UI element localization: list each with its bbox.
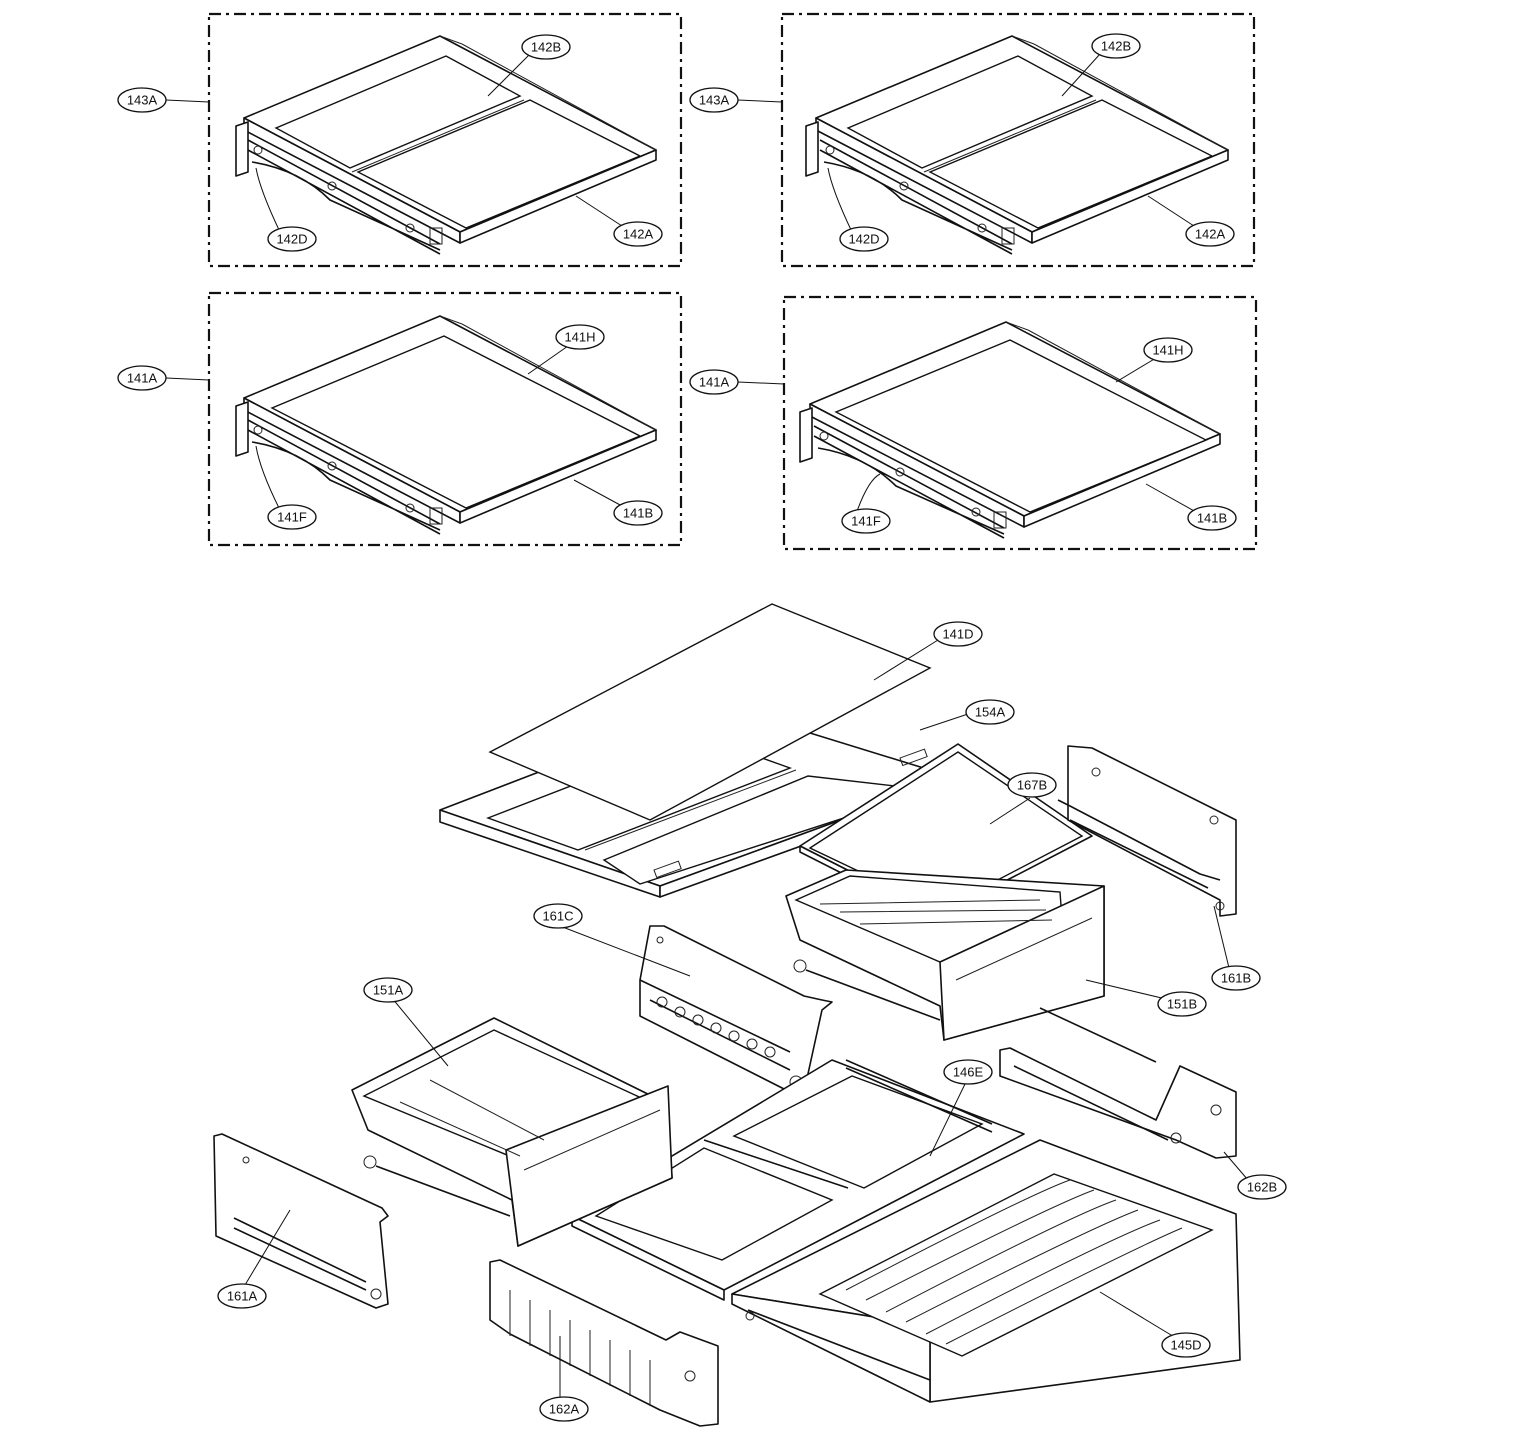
callout-167B: 167B xyxy=(1007,772,1057,798)
shelf-141A-right xyxy=(799,321,1221,539)
side-support-161B xyxy=(1057,745,1237,917)
callout-label: 161B xyxy=(1221,971,1251,986)
callout-label: 161C xyxy=(542,909,573,924)
callout-label: 142A xyxy=(623,227,654,242)
callout-141D: 141D xyxy=(933,621,983,647)
callout-141H-right: 141H xyxy=(1143,337,1193,363)
callout-label: 141A xyxy=(699,375,730,390)
crisper-cover-frame-154A xyxy=(439,703,957,898)
callout-142A-right: 142A xyxy=(1185,221,1235,247)
callout-141F-right: 141F xyxy=(841,508,891,534)
callout-label: 141F xyxy=(851,514,881,529)
callout-141B-right: 141B xyxy=(1187,505,1237,531)
side-support-161C xyxy=(639,925,833,1093)
callout-162A: 162A xyxy=(539,1396,589,1422)
callout-141F-left: 141F xyxy=(267,504,317,530)
assembly-box-143A-right xyxy=(780,12,1256,268)
crisper-drawer-151A xyxy=(351,1017,673,1247)
callout-label: 151B xyxy=(1167,997,1197,1012)
callout-label: 142B xyxy=(1101,39,1131,54)
shelf-141A-left xyxy=(235,315,657,535)
callout-label: 142D xyxy=(848,232,879,247)
rail-bracket-162A xyxy=(489,1259,719,1427)
callout-label: 141D xyxy=(942,627,973,642)
crisper-tray-146E xyxy=(571,1059,1025,1301)
callout-label: 142D xyxy=(276,232,307,247)
glass-panel-141D xyxy=(488,603,932,821)
callout-label: 162A xyxy=(549,1402,580,1417)
callout-141A-left: 141A xyxy=(117,365,167,391)
callout-label: 142A xyxy=(1195,227,1226,242)
callout-label: 146E xyxy=(953,1065,984,1080)
callout-151A: 151A xyxy=(363,977,413,1003)
callout-154A: 154A xyxy=(965,699,1015,725)
shelf-143A-right xyxy=(805,35,1229,255)
callout-142A-left: 142A xyxy=(613,221,663,247)
callout-146E: 146E xyxy=(943,1059,993,1085)
callout-141H-left: 141H xyxy=(555,324,605,350)
callout-label: 141A xyxy=(127,371,158,386)
leader-lines xyxy=(165,53,1249,1402)
callout-label: 154A xyxy=(975,705,1006,720)
side-support-161A xyxy=(213,1133,389,1309)
callout-label: 145D xyxy=(1170,1338,1201,1353)
callout-161A: 161A xyxy=(217,1283,267,1309)
callout-141A-right: 141A xyxy=(689,369,739,395)
callout-161B: 161B xyxy=(1211,965,1261,991)
callout-label: 141B xyxy=(1197,511,1227,526)
callout-161C: 161C xyxy=(533,903,583,929)
callout-142D-right: 142D xyxy=(839,226,889,252)
assembly-box-141A-right xyxy=(782,295,1258,551)
crisper-drawer-151B xyxy=(785,869,1105,1041)
callout-141B-left: 141B xyxy=(613,500,663,526)
callout-label: 142B xyxy=(531,40,561,55)
callout-162B: 162B xyxy=(1237,1174,1287,1200)
callout-label: 141H xyxy=(564,330,595,345)
callout-145D: 145D xyxy=(1161,1332,1211,1358)
callout-label: 167B xyxy=(1017,778,1047,793)
callout-151B: 151B xyxy=(1157,991,1207,1017)
callout-label: 162B xyxy=(1247,1180,1277,1195)
callout-143A-right: 143A xyxy=(689,87,739,113)
callout-label: 161A xyxy=(227,1289,258,1304)
callout-142B-left: 142B xyxy=(521,34,571,60)
drawer-tray-145D xyxy=(731,1139,1241,1403)
callout-label: 141B xyxy=(623,506,653,521)
callout-142B-right: 142B xyxy=(1091,33,1141,59)
assembly-box-141A-left xyxy=(207,291,683,547)
callout-label: 141H xyxy=(1152,343,1183,358)
shelf-143A-left xyxy=(235,35,657,255)
rail-bracket-162B xyxy=(999,1007,1237,1159)
callout-label: 143A xyxy=(127,93,158,108)
callout-142D-left: 142D xyxy=(267,226,317,252)
callout-label: 143A xyxy=(699,93,730,108)
callout-label: 141F xyxy=(277,510,307,525)
assembly-box-143A-left xyxy=(207,12,683,268)
callout-label: 151A xyxy=(373,983,404,998)
callout-143A-left: 143A xyxy=(117,87,167,113)
